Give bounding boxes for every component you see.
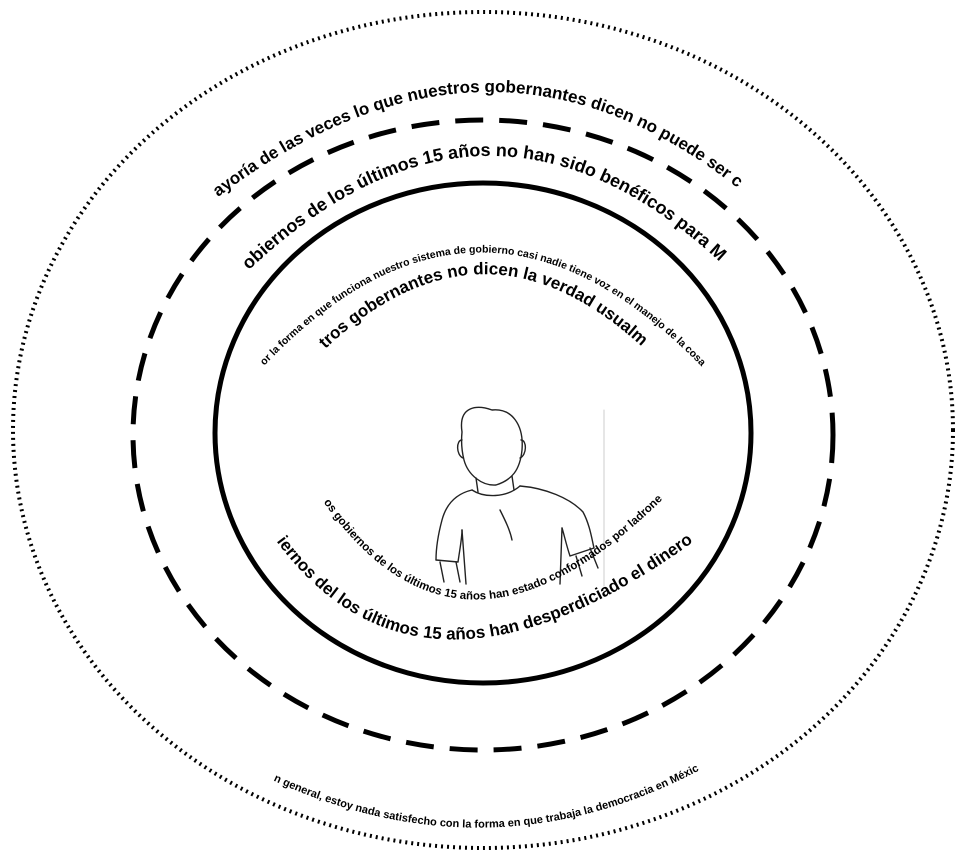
- middle-ring-top-label: Los gobiernos de los últimos 15 años no …: [0, 0, 730, 273]
- inner-solid-ring: [215, 183, 751, 683]
- middle-dashed-ring: [133, 120, 833, 750]
- inner-ring-middle-label: Nuestros gobernantes no dicen la verdad …: [0, 0, 652, 352]
- svg-text:Los gobiernos de los últimos 1: Los gobiernos de los últimos 15 años no …: [0, 0, 730, 273]
- outer-dotted-ring: [13, 12, 953, 848]
- outer-ring-bottom-label: En general, estoy nada satisfecho con la…: [0, 0, 701, 831]
- svg-text:En general, estoy nada satisfe: En general, estoy nada satisfecho con la…: [0, 0, 701, 831]
- svg-text:Nuestros gobernantes no dicen: Nuestros gobernantes no dicen la verdad …: [0, 0, 652, 352]
